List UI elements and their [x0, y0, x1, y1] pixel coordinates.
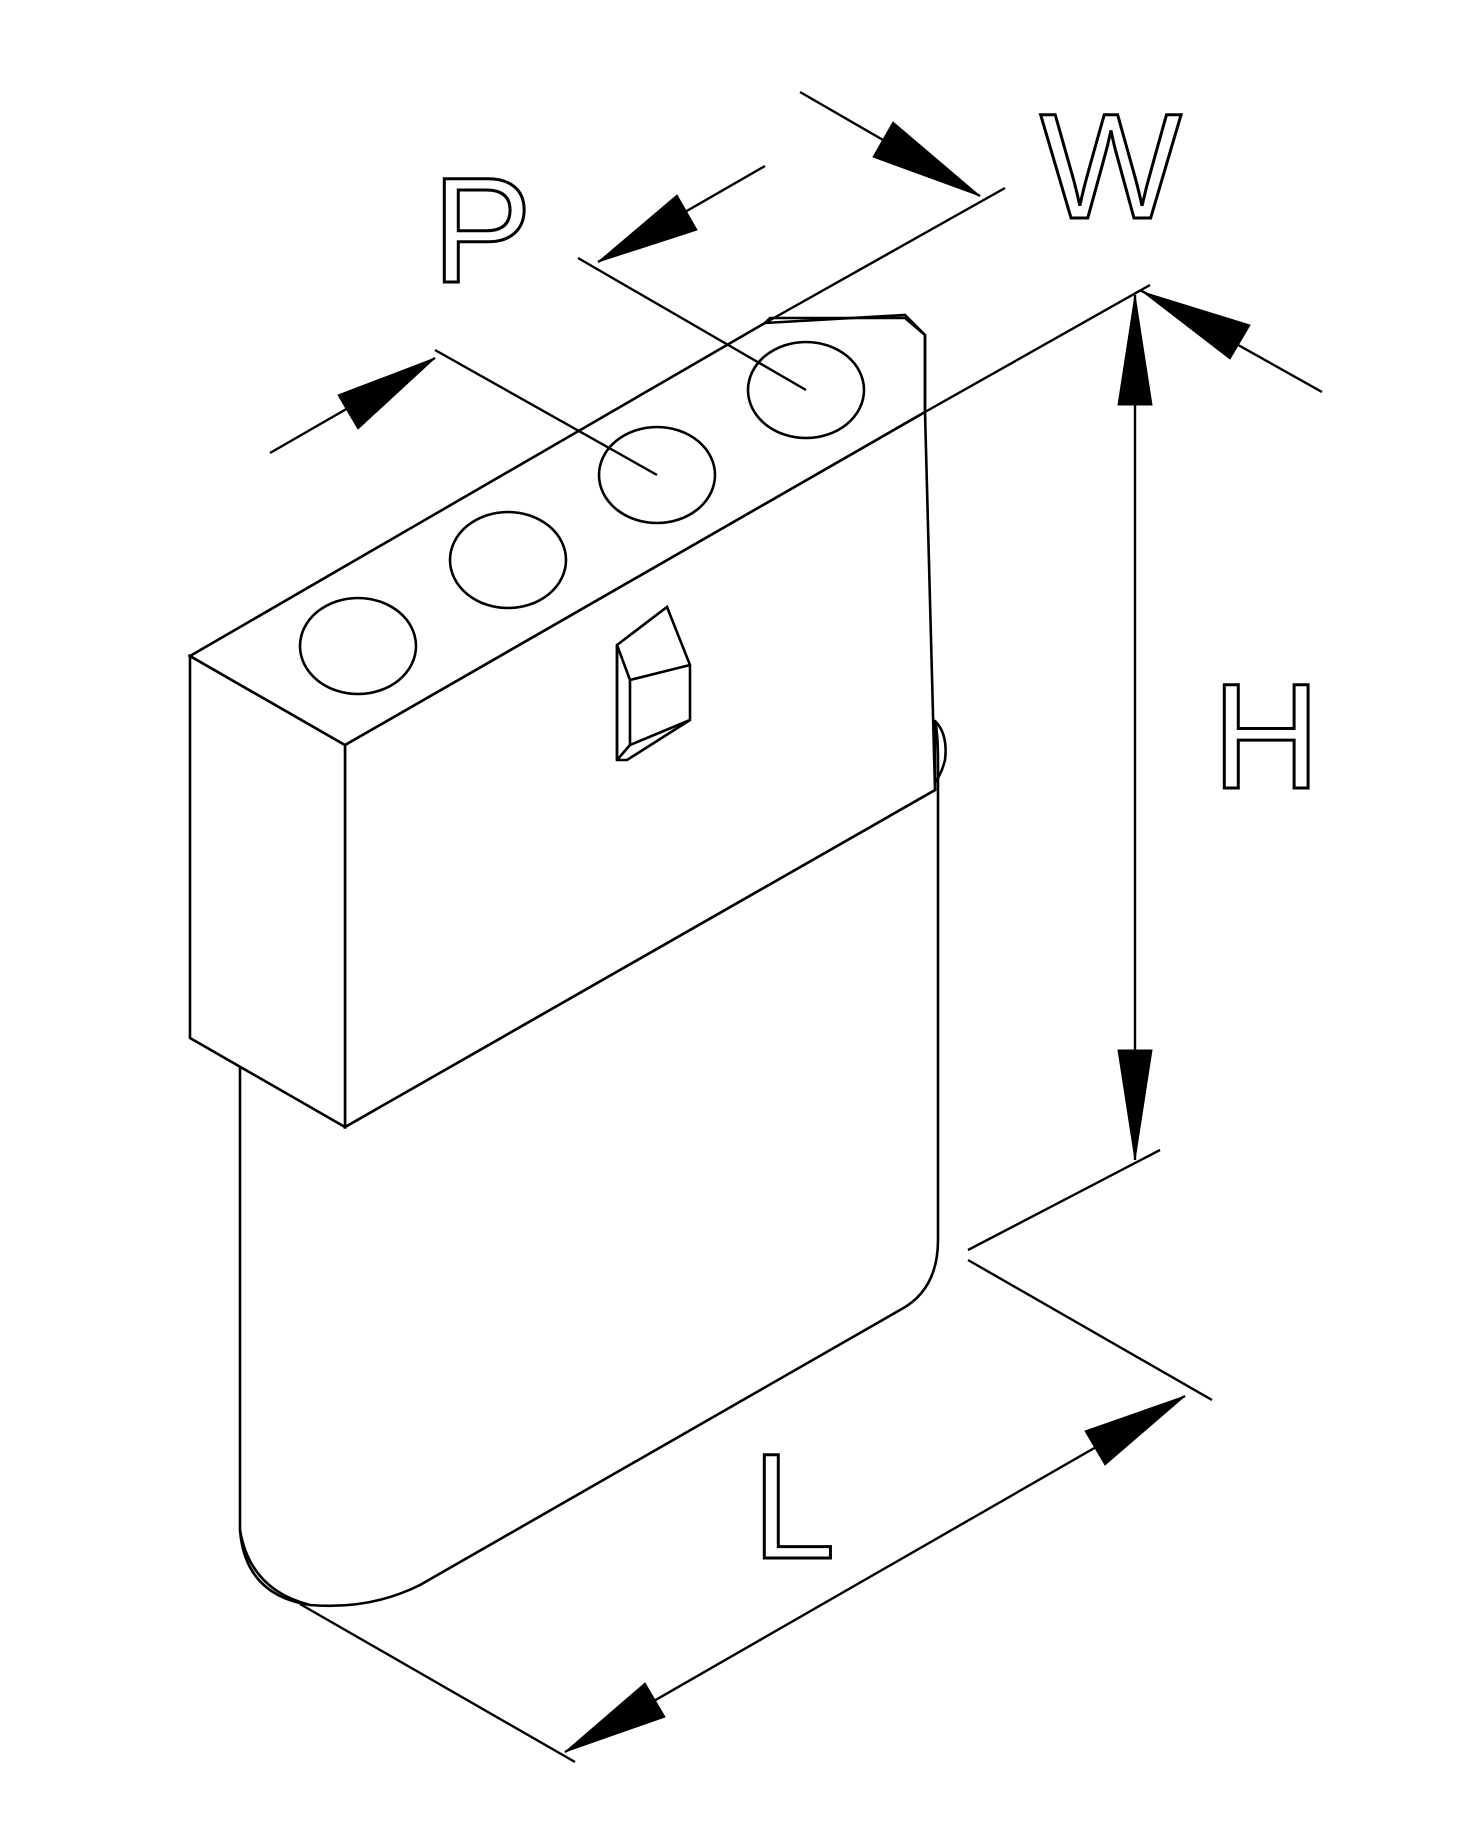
contact-hole-2 — [448, 510, 568, 610]
contact-hole-1 — [298, 596, 418, 696]
label-height: H — [1212, 652, 1320, 820]
label-length: L — [752, 1422, 835, 1590]
dimension-height — [924, 283, 1323, 1252]
latch-ramp — [615, 604, 692, 762]
lower-body-bottom-edge — [238, 1529, 311, 1607]
label-pitch: P — [432, 146, 532, 314]
pitch-arrow-left — [337, 357, 436, 430]
pitch-arrow-right — [597, 194, 698, 263]
dimension-pitch — [269, 164, 807, 477]
length-arrow-left — [564, 1682, 666, 1753]
length-arrow-right — [1084, 1395, 1186, 1466]
width-arrow — [872, 121, 981, 197]
connector-header — [187, 313, 937, 1130]
height-arrow-bottom — [1117, 1049, 1153, 1161]
height-arrow-top — [1117, 294, 1153, 406]
dimension-width — [764, 90, 1006, 325]
lower-body-right-face — [238, 719, 940, 1608]
dimension-length — [299, 1258, 1213, 1764]
label-width: W — [1040, 82, 1182, 250]
height-arrow-diag — [1142, 291, 1251, 360]
